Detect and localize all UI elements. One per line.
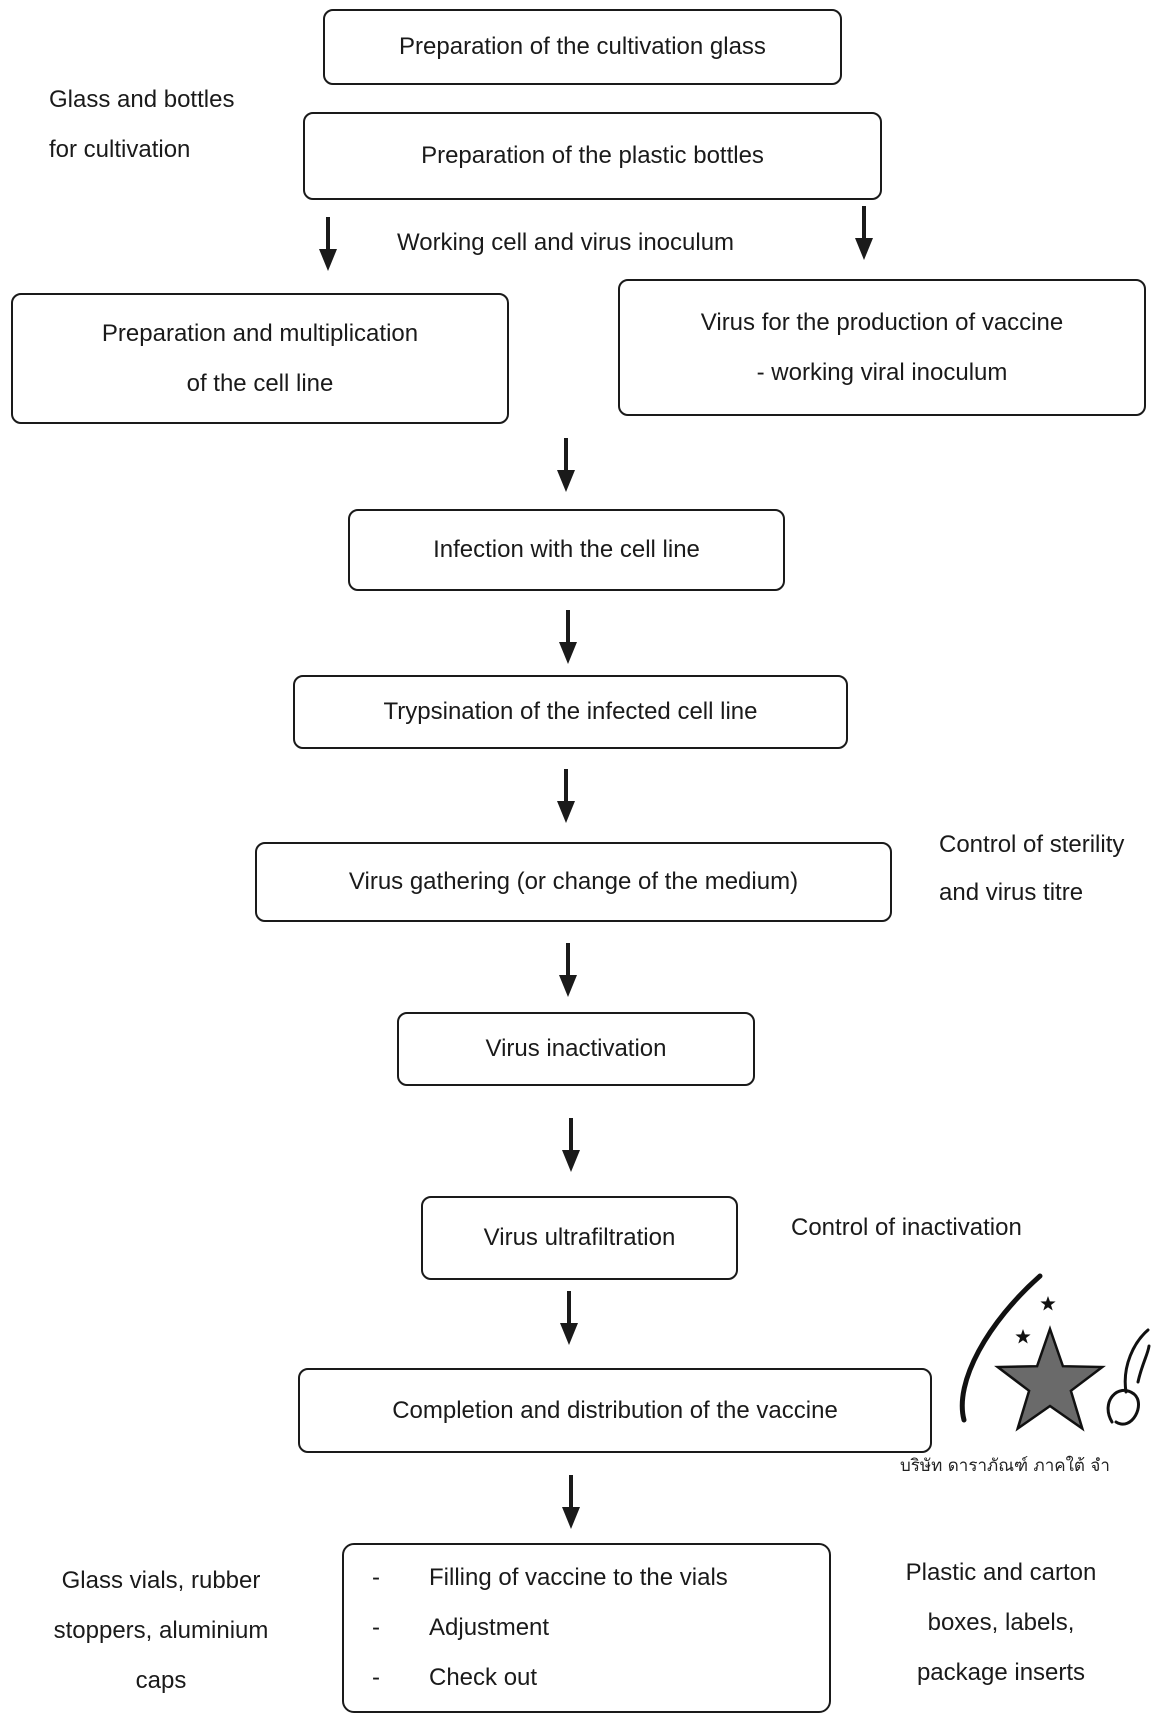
step-label: Virus inactivation: [485, 1035, 667, 1062]
seal-small-star: [1015, 1329, 1031, 1344]
list-item-label: Check out: [429, 1664, 538, 1691]
materials-line: boxes, labels,: [927, 1609, 1075, 1636]
flow-arrow: [559, 610, 577, 664]
bottom-left-materials-note: Glass vials, rubber stoppers, aluminium …: [20, 1556, 302, 1706]
flow-arrow: [560, 1291, 578, 1345]
materials-line: package inserts: [916, 1659, 1086, 1686]
step-filling-list: - Filling of vaccine to the vials - Adju…: [342, 1543, 831, 1713]
list-item: - Check out: [372, 1653, 829, 1703]
step-viral-inoculum: Virus for the production of vaccine - wo…: [618, 279, 1146, 416]
list-item: - Filling of vaccine to the vials: [372, 1553, 829, 1603]
bottom-right-materials-note: Plastic and carton boxes, labels, packag…: [880, 1548, 1122, 1698]
flow-arrow: [557, 769, 575, 823]
flow-arrow: [562, 1118, 580, 1172]
list-item-label: Filling of vaccine to the vials: [429, 1564, 728, 1591]
seal-swoosh: [959, 1273, 1043, 1423]
step-label: Virus gathering (or change of the medium…: [348, 868, 799, 895]
step-trypsination: Trypsination of the infected cell line: [293, 675, 848, 749]
list-bullet: -: [372, 1664, 380, 1691]
list-item: - Adjustment: [372, 1603, 829, 1653]
step-virus-inactivation: Virus inactivation: [397, 1012, 755, 1086]
flow-arrow: [319, 217, 337, 271]
step-label: Trypsination of the infected cell line: [383, 698, 758, 725]
top-materials-line: for cultivation: [49, 136, 191, 163]
step-label-line: Preparation and multiplication: [101, 319, 419, 347]
top-materials-note: Glass and bottles for cultivation: [49, 85, 234, 165]
step-cell-line-multiplication: Preparation and multiplication of the ce…: [11, 293, 509, 424]
step-infection: Infection with the cell line: [348, 509, 785, 591]
flow-arrow: [559, 943, 577, 997]
seal-small-star: [1040, 1296, 1056, 1311]
materials-line: caps: [135, 1667, 187, 1694]
star-seal-icon: [959, 1273, 1151, 1432]
step-label-line: Virus for the production of vaccine: [700, 308, 1064, 336]
flow-arrow: [562, 1475, 580, 1529]
control-inactivation-note: Control of inactivation: [791, 1214, 1022, 1241]
seal-large-star: [994, 1325, 1106, 1432]
signature-stroke: [1106, 1328, 1151, 1426]
top-materials-line: Glass and bottles: [49, 86, 235, 113]
list-item-label: Adjustment: [429, 1614, 550, 1641]
flow-arrow: [557, 438, 575, 492]
seal-company-name: บริษัท ดาราภัณฑ์ ภาคใต้ จำ: [900, 1456, 1110, 1476]
step-label: Infection with the cell line: [433, 536, 700, 563]
control-note-line: and virus titre: [939, 879, 1084, 906]
step-cultivation-glass: Preparation of the cultivation glass: [323, 9, 842, 85]
step-label: Completion and distribution of the vacci…: [392, 1396, 838, 1424]
step-completion-distribution: Completion and distribution of the vacci…: [298, 1368, 932, 1453]
step-label: Preparation of the cultivation glass: [399, 33, 766, 60]
step-label-line: of the cell line: [186, 369, 334, 397]
materials-line: Plastic and carton: [905, 1559, 1097, 1586]
list-bullet: -: [372, 1614, 380, 1641]
list-bullet: -: [372, 1564, 380, 1591]
step-plastic-bottles: Preparation of the plastic bottles: [303, 112, 882, 200]
step-label: Virus ultrafiltration: [483, 1224, 676, 1251]
step-virus-gathering: Virus gathering (or change of the medium…: [255, 842, 892, 922]
step-label-line: - working viral inoculum: [756, 358, 1008, 386]
materials-line: Glass vials, rubber: [61, 1567, 261, 1594]
flow-arrow: [855, 206, 873, 260]
control-note-line: Control of sterility: [939, 831, 1125, 858]
step-virus-ultrafiltration: Virus ultrafiltration: [421, 1196, 738, 1280]
control-sterility-note: Control of sterility and virus titre: [939, 830, 1124, 908]
materials-line: stoppers, aluminium: [53, 1617, 269, 1644]
step-label: Preparation of the plastic bottles: [421, 142, 764, 169]
branch-label: Working cell and virus inoculum: [397, 229, 735, 256]
